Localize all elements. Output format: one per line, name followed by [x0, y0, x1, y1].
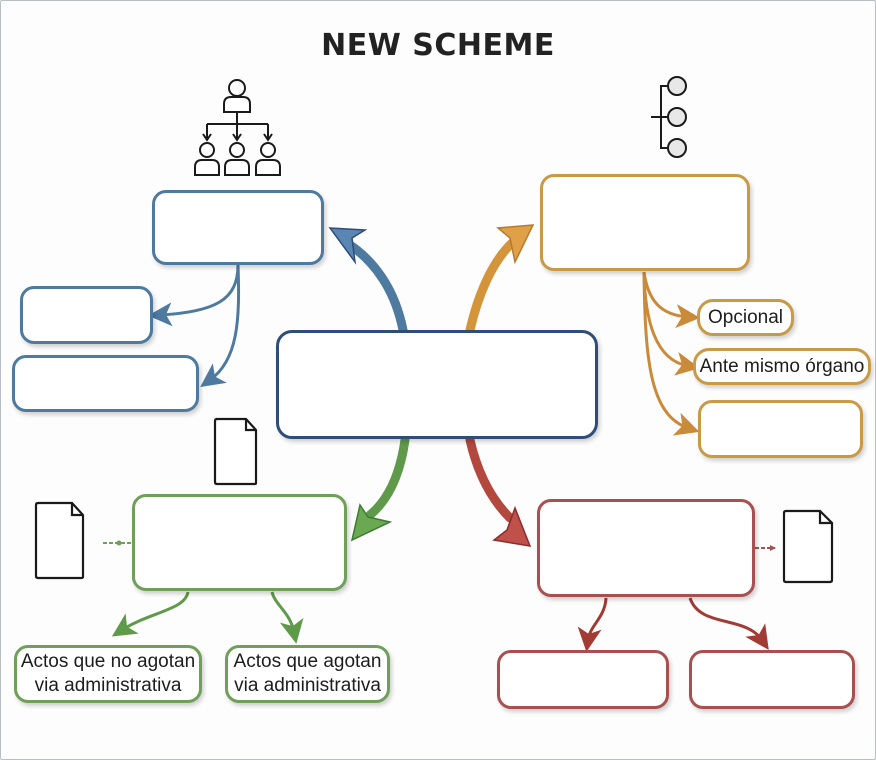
bracket-list-icon — [651, 76, 687, 158]
green-child-label-2: Actos que agotan via administrativa — [233, 651, 382, 696]
orange-main-node[interactable] — [540, 174, 750, 271]
connector-red-child-2 — [688, 597, 769, 650]
orange-child-node-3[interactable] — [698, 400, 863, 458]
connector-blue-child-2 — [200, 264, 241, 387]
red-child-node-1[interactable] — [497, 650, 669, 709]
connector-red-document — [755, 545, 776, 551]
red-main-node[interactable] — [537, 499, 755, 597]
orange-child-node-2[interactable]: Ante mismo órgano — [693, 348, 871, 385]
connector-blue-child-1 — [148, 264, 240, 327]
connector-red-child-1 — [577, 597, 608, 652]
green-main-node[interactable] — [132, 494, 347, 591]
connector-orange-child-3 — [642, 271, 700, 436]
arrow-central-to-red — [465, 435, 532, 547]
document-icon — [782, 509, 834, 584]
arrow-central-to-orange — [465, 224, 535, 335]
connector-green-child-2 — [270, 591, 304, 644]
blue-main-node[interactable] — [152, 190, 324, 265]
orange-child-node-1[interactable]: Opcional — [697, 299, 794, 336]
connector-green-document — [103, 540, 132, 546]
red-child-node-2[interactable] — [689, 650, 855, 709]
orange-child-label-1: Opcional — [708, 306, 783, 328]
orange-child-label-2: Ante mismo órgano — [699, 355, 865, 377]
blue-child-node-2[interactable] — [12, 355, 199, 412]
document-icon — [34, 501, 85, 580]
green-child-node-2[interactable]: Actos que agotan via administrativa — [225, 645, 390, 703]
green-child-node-1[interactable]: Actos que no agotan via administrativa — [14, 645, 202, 703]
central-node[interactable] — [276, 330, 598, 439]
document-icon — [213, 417, 258, 486]
arrow-central-to-blue — [328, 227, 408, 335]
blue-child-node-1[interactable] — [20, 286, 153, 344]
org-chart-icon — [194, 79, 281, 176]
connector-orange-child-1 — [642, 271, 700, 329]
connector-orange-child-2 — [642, 271, 700, 376]
green-child-label-1: Actos que no agotan via administrativa — [20, 651, 196, 696]
page-title: NEW SCHEME — [321, 28, 555, 63]
arrow-central-to-green — [350, 435, 410, 542]
connector-green-child-1 — [111, 591, 190, 637]
